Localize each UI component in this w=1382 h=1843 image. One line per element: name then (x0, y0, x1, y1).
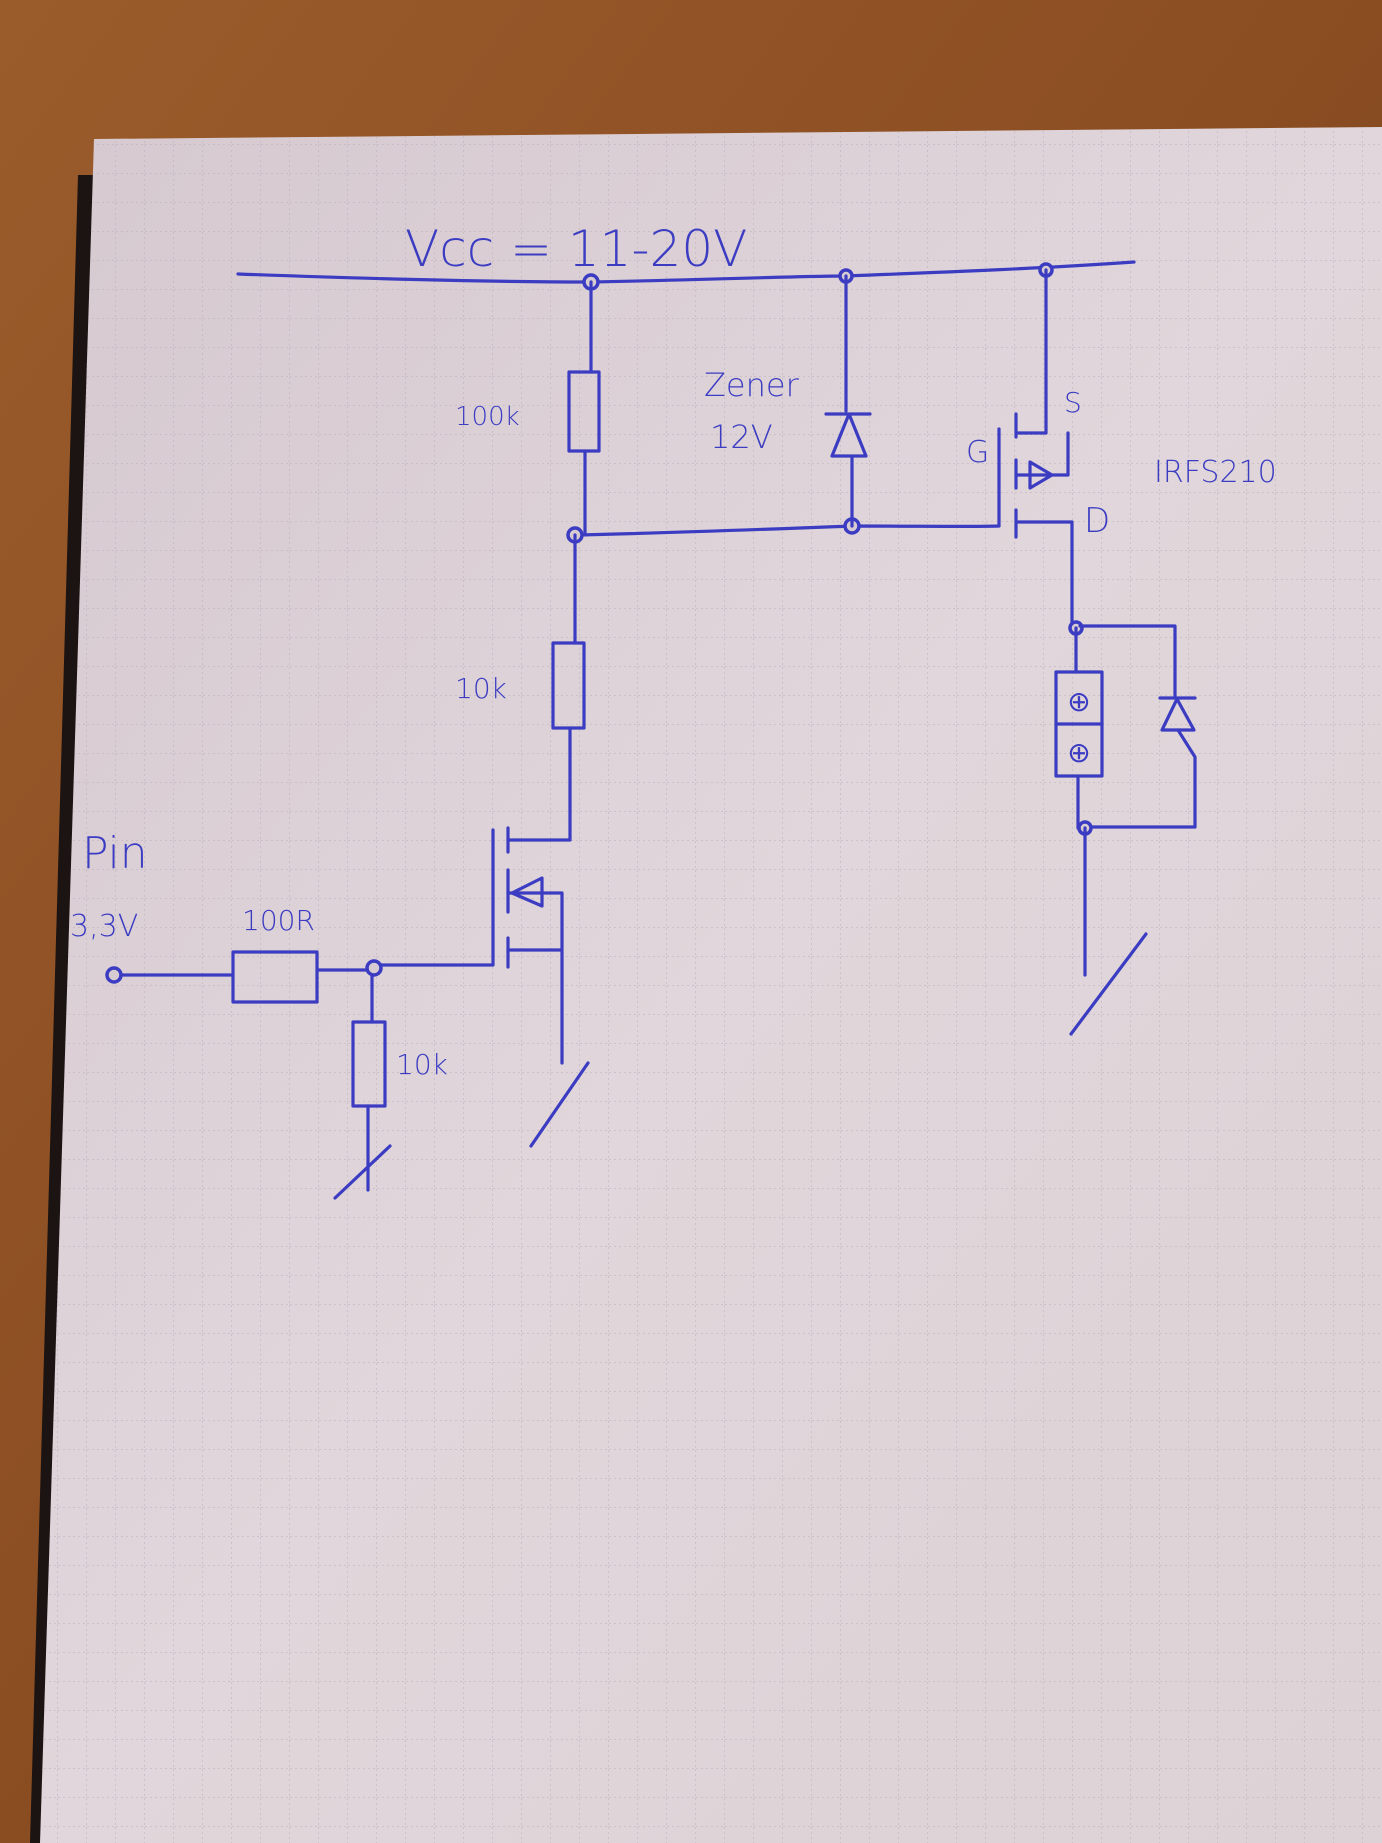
resistor-100k: 100k (455, 280, 601, 537)
source-label: S (1064, 386, 1082, 419)
vcc-rail: Vcc = 11-20V (236, 220, 1136, 291)
input-pin-terminal[interactable] (105, 966, 123, 984)
load-terminal-plus-icon: ⊕ (1067, 736, 1090, 769)
resistor-10k-label: 10k (455, 672, 507, 705)
drain-label: D (1084, 501, 1110, 541)
part-number-label: IRFS210 (1154, 455, 1277, 490)
pin-voltage-label: 3,3V (70, 909, 138, 944)
ground-symbol (529, 1061, 590, 1148)
ground-symbol (333, 1144, 392, 1200)
paper-shadow (30, 175, 96, 1843)
gate-label: G (966, 435, 989, 470)
vcc-label: Vcc = 11-20V (405, 220, 747, 278)
ground-symbol (1069, 932, 1148, 1036)
input-network: Pin 3,3V 100R 10k (70, 828, 448, 1200)
p-mosfet-irfs210: S G D IRFS210 (966, 268, 1277, 630)
resistor-pulldown-label: 10k (396, 1048, 448, 1081)
junction-node (365, 959, 383, 977)
pin-label: Pin (82, 828, 148, 879)
load-with-flyback-diode: ⊕ ⊕ (1054, 620, 1197, 1036)
zener-name-label: Zener (704, 366, 800, 404)
n-mosfet (372, 826, 590, 1148)
paper-grid (40, 127, 1382, 1843)
resistor-100r-label: 100R (242, 904, 315, 937)
load-terminal-plus-icon: ⊕ (1067, 685, 1090, 718)
gate-wire (578, 524, 1001, 537)
zener-value-label: 12V (710, 418, 773, 456)
zener-diode: Zener 12V (704, 274, 872, 528)
resistor-10k-series: 10k (455, 533, 586, 842)
resistor-100k-label: 100k (455, 402, 520, 432)
